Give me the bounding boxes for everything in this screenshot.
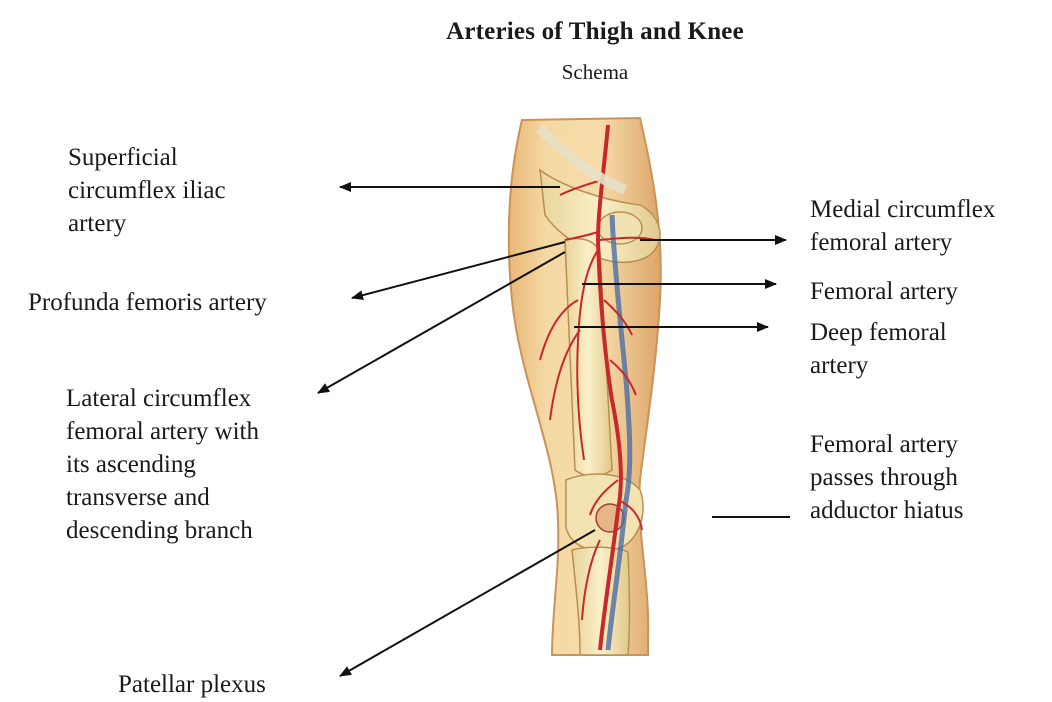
label-profunda-femoris-artery: Profunda femoris artery [28, 286, 267, 319]
label-deep-femoral-artery: Deep femoral artery [810, 316, 947, 382]
label-line: circumflex iliac [68, 174, 226, 207]
label-medial-circumflex-femoral-artery: Medial circumflex femoral artery [810, 193, 995, 259]
label-line: descending branch [66, 514, 259, 547]
label-patellar-plexus: Patellar plexus [118, 668, 266, 701]
label-line: Lateral circumflex [66, 382, 259, 415]
label-line: artery [810, 349, 947, 382]
label-line: passes through [810, 461, 963, 494]
arrow-lateral-circumflex [318, 252, 565, 393]
label-adductor-hiatus: Femoral artery passes through adductor h… [810, 428, 963, 519]
label-line: femoral artery [810, 226, 995, 259]
label-line: adductor hiatus [810, 494, 963, 519]
label-line: Femoral artery [810, 428, 963, 461]
label-line: femoral artery with [66, 415, 259, 448]
label-line: artery [68, 207, 226, 240]
label-line: Deep femoral [810, 316, 947, 349]
label-line: Femoral artery [810, 275, 958, 308]
arrow-patellar-plexus [340, 530, 595, 676]
label-line: Profunda femoris artery [28, 286, 267, 319]
label-line: its ascending [66, 448, 259, 481]
label-line: Patellar plexus [118, 668, 266, 701]
label-line: Medial circumflex [810, 193, 995, 226]
label-lateral-circumflex-femoral-artery: Lateral circumflex femoral artery with i… [66, 382, 259, 547]
label-femoral-artery: Femoral artery [810, 275, 958, 308]
label-line: transverse and [66, 481, 259, 514]
label-line: Superficial [68, 141, 226, 174]
label-superficial-circumflex-iliac-artery: Superficial circumflex iliac artery [68, 141, 226, 240]
